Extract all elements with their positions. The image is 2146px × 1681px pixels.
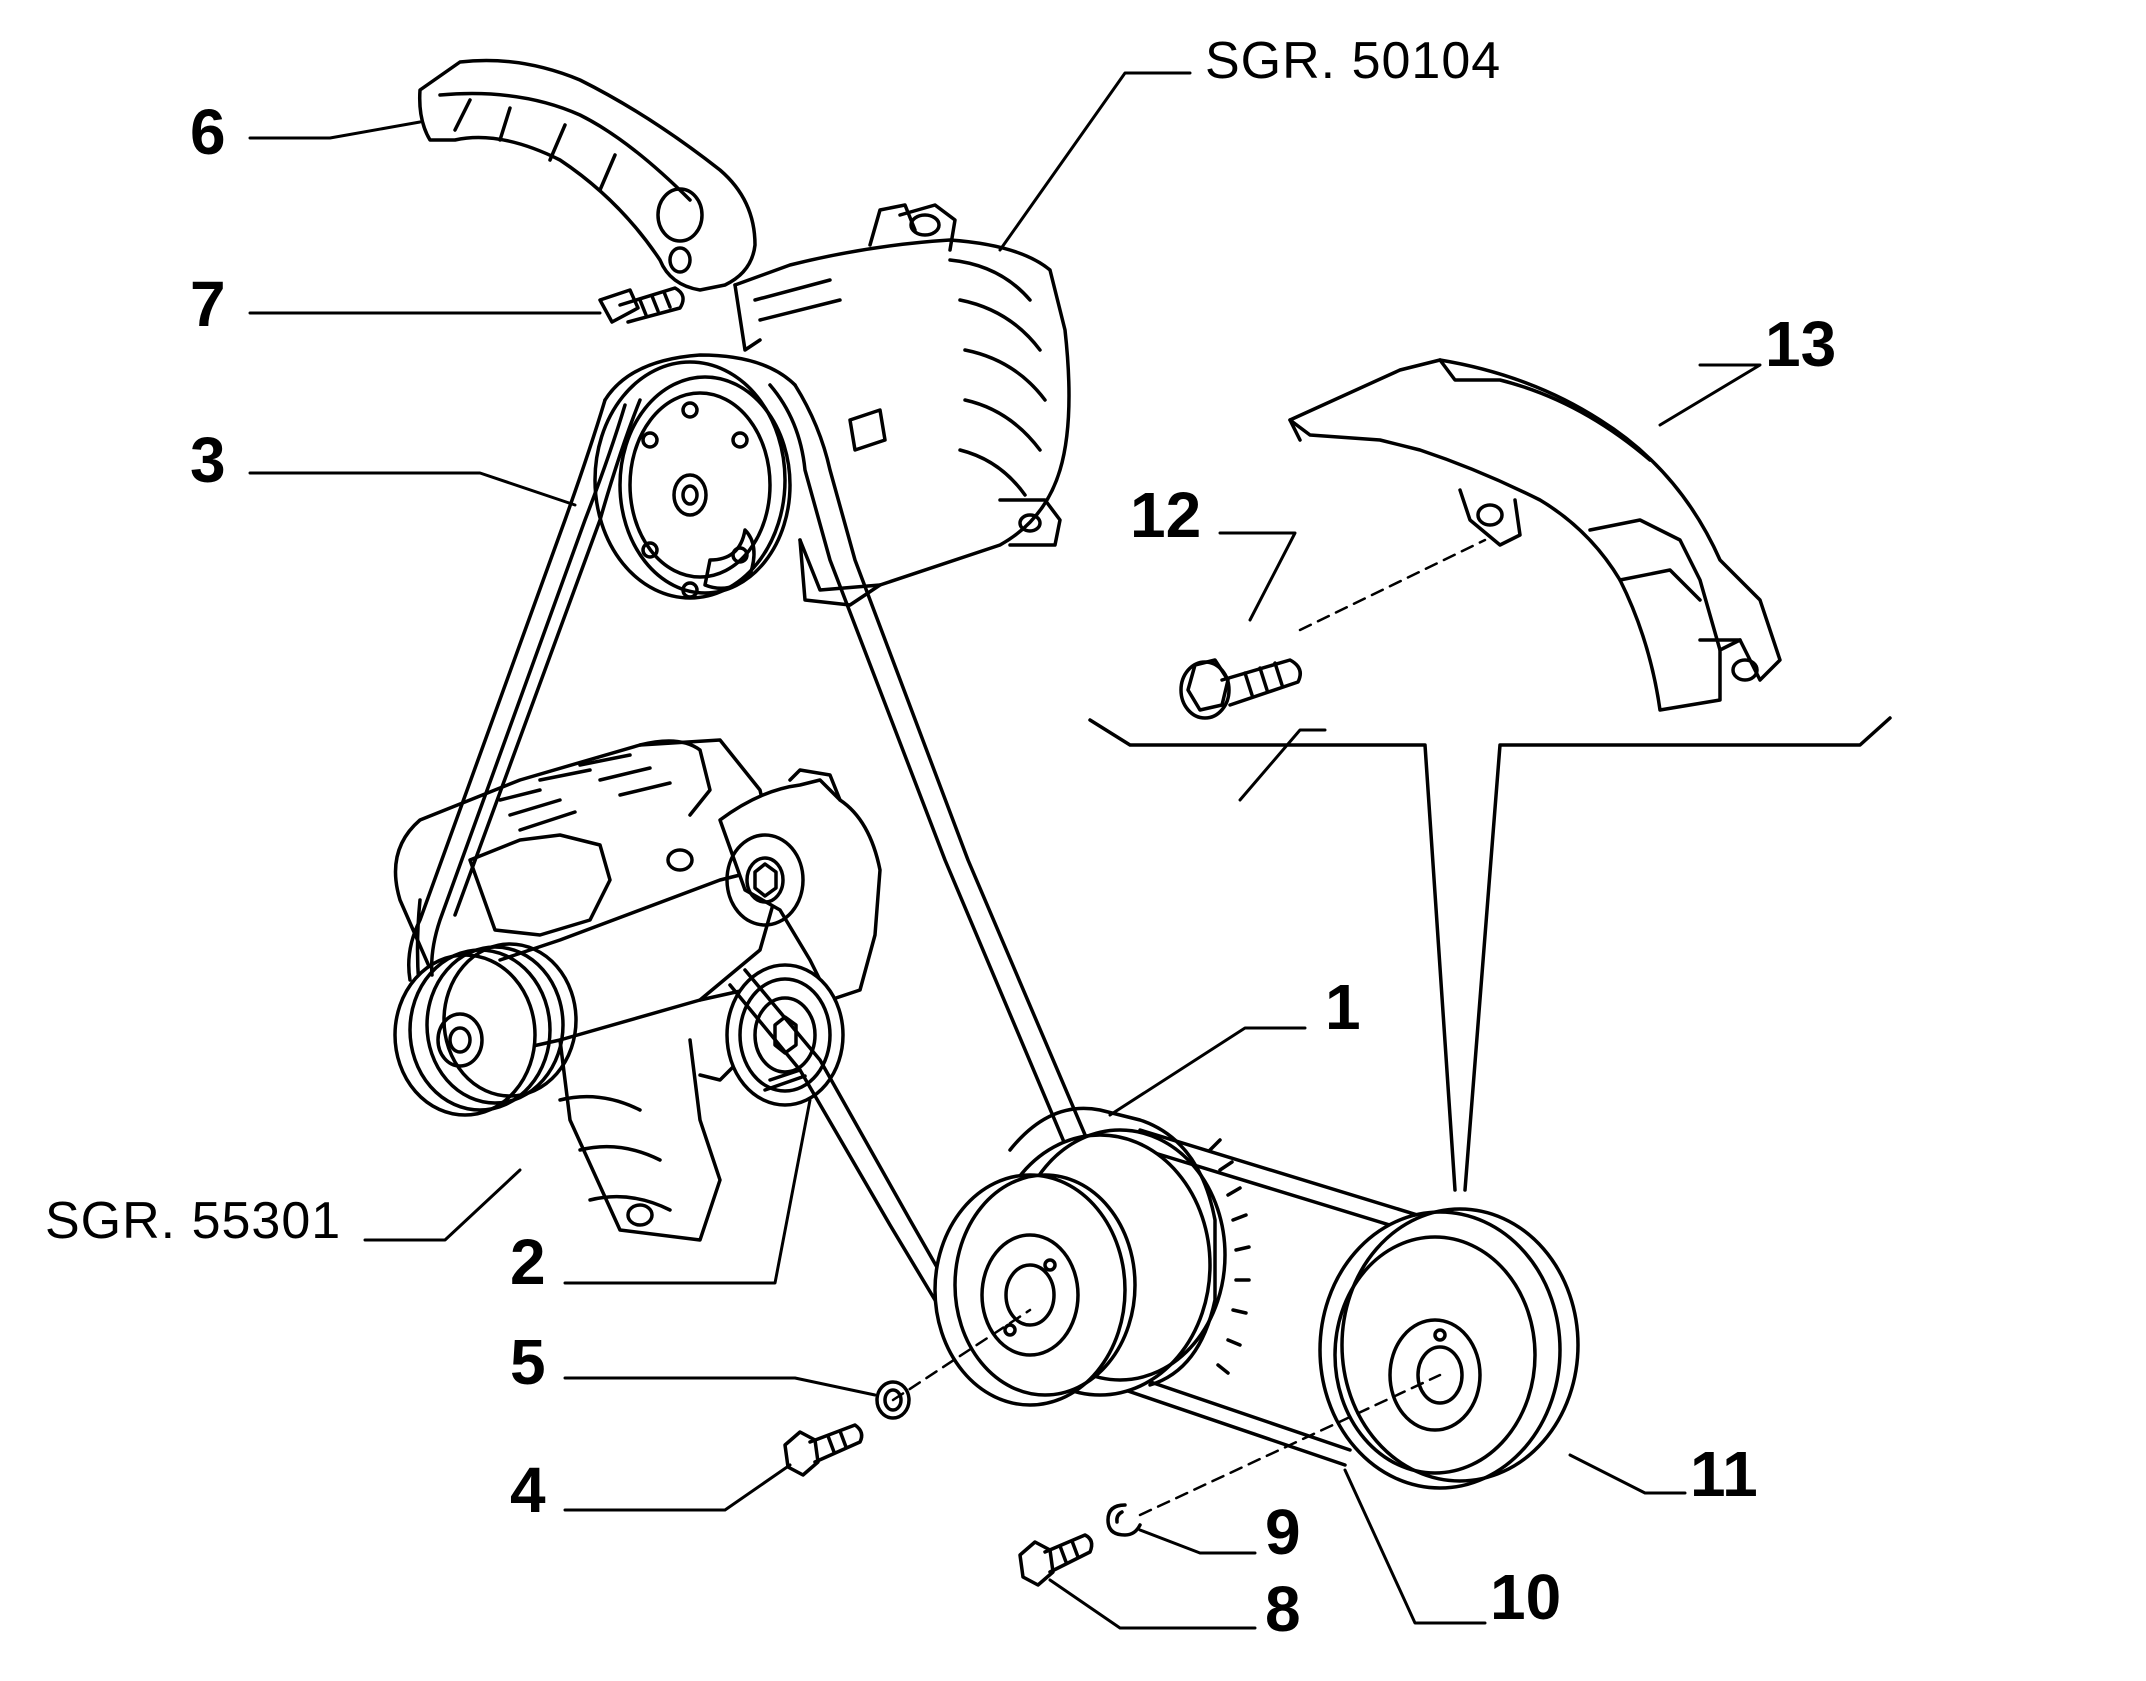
- leader-lines: [248, 71, 1762, 1630]
- callout-1: 1: [1325, 971, 1361, 1043]
- snap-ring-part-9: [1106, 1503, 1142, 1537]
- detail-bracket: [1088, 716, 1892, 1192]
- callout-8: 8: [1265, 1573, 1301, 1645]
- belt-guard-part-13: [1288, 358, 1782, 712]
- belt-part-3: [407, 353, 1102, 1182]
- support-bracket-part-6: [417, 58, 757, 292]
- callout-12: 12: [1130, 479, 1202, 551]
- pump-pulley-part-11: [1318, 1207, 1580, 1490]
- reference-alternator: SGR. 55301: [45, 1192, 342, 1250]
- bolt-part-7: [598, 286, 685, 324]
- reference-compressor: SGR. 50104: [1205, 32, 1502, 90]
- callout-3: 3: [190, 424, 226, 496]
- compressor-pulley: [593, 360, 792, 600]
- crankshaft-pulley: [933, 1106, 1251, 1407]
- callout-9: 9: [1265, 1496, 1301, 1568]
- bolt-part-8: [1018, 1533, 1094, 1587]
- callout-11: 11: [1690, 1438, 1758, 1510]
- callout-5: 5: [510, 1326, 546, 1398]
- idler-pulley-part-2: [725, 963, 845, 1107]
- assembly-dashed-lines: [891, 538, 1487, 1517]
- callout-2: 2: [510, 1226, 546, 1298]
- callout-4: 4: [510, 1454, 546, 1526]
- callout-13: 13: [1765, 308, 1837, 380]
- flange-bolt-part-12: [1179, 658, 1302, 720]
- ac-compressor: [733, 203, 1071, 607]
- alternator-pulley: [393, 942, 578, 1117]
- callout-6: 6: [190, 96, 226, 168]
- callout-10: 10: [1490, 1561, 1562, 1633]
- callout-7: 7: [190, 268, 226, 340]
- bolt-part-4: [783, 1423, 864, 1477]
- tensioner-bracket: [718, 768, 882, 1002]
